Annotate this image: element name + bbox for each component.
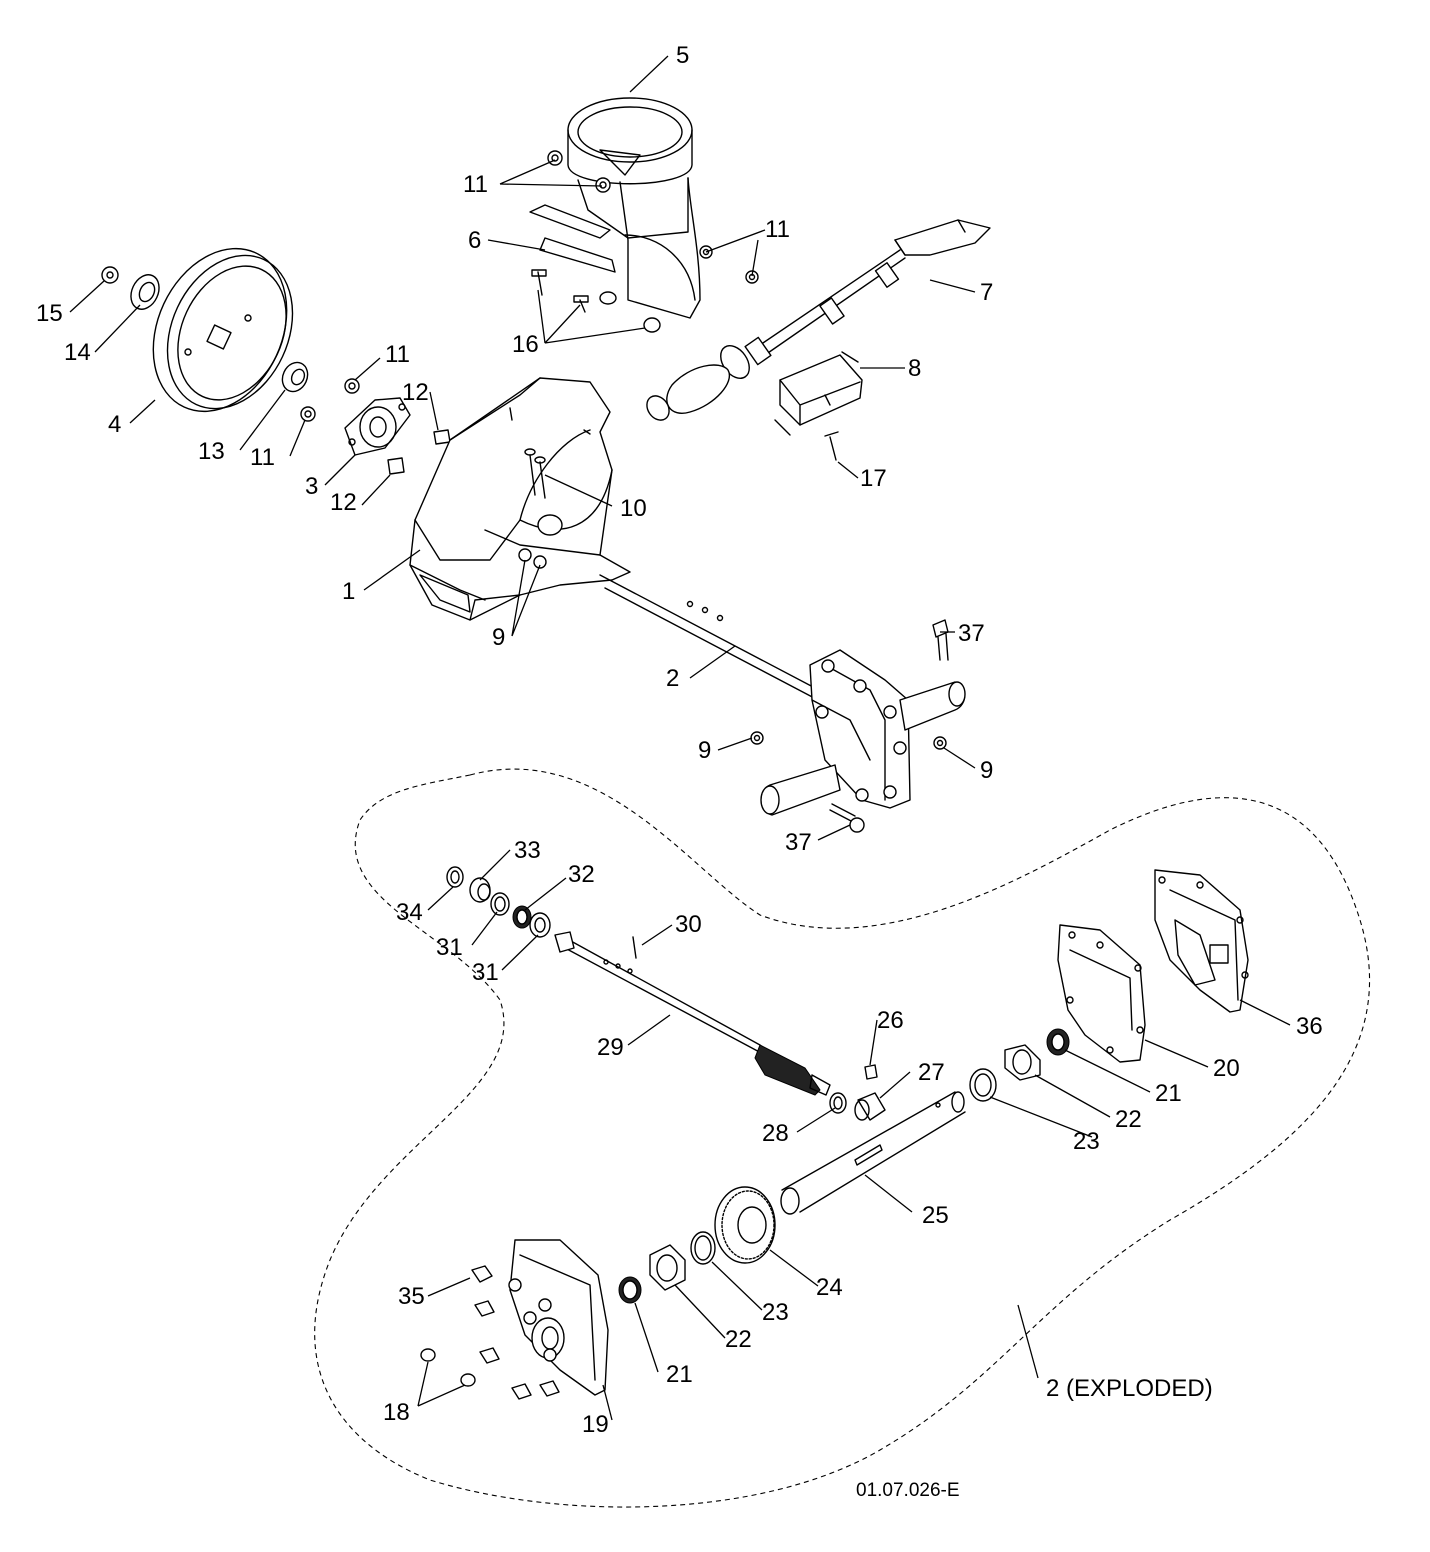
carriage-bolts-16 (531, 269, 661, 333)
callout-9b: 9 (698, 737, 711, 764)
callout-17: 17 (860, 465, 887, 492)
bearing-13 (281, 361, 309, 393)
gear-24 (714, 1186, 776, 1264)
housing-half-19 (508, 1239, 609, 1396)
callout-20: 20 (1213, 1055, 1240, 1082)
callout-9c: 9 (980, 757, 993, 784)
callout-11b: 11 (765, 216, 790, 243)
callout-3: 3 (305, 473, 318, 500)
callout-35: 35 (398, 1283, 425, 1310)
callout-33: 33 (514, 837, 541, 864)
screws-35 (471, 1265, 560, 1400)
callout-32: 32 (568, 861, 595, 888)
crank-bracket (774, 351, 863, 436)
callout-34: 34 (396, 899, 423, 926)
leader-lines (69, 55, 1291, 1421)
callout-15: 15 (36, 300, 63, 327)
callout-36: 36 (1296, 1013, 1323, 1040)
nut-15 (101, 266, 119, 284)
callout-28: 28 (762, 1120, 789, 1147)
callout-1: 1 (342, 578, 355, 605)
callout-10: 10 (620, 495, 647, 522)
callout-11a: 11 (463, 171, 488, 198)
housing-bracket (409, 377, 631, 621)
callout-11d: 11 (385, 341, 410, 368)
bearing-flange (344, 397, 411, 456)
bushing-27-washer-28 (829, 1092, 886, 1121)
callout-14: 14 (64, 339, 91, 366)
nuts-11 (300, 378, 360, 422)
callout-26: 26 (877, 1007, 904, 1034)
callout-12a: 12 (402, 379, 429, 406)
pulley-hub-14 (130, 274, 160, 310)
callout-37b: 37 (785, 829, 812, 856)
callout-27: 27 (918, 1059, 945, 1086)
washers-31-34 (446, 866, 551, 938)
housing-half-36 (1154, 869, 1249, 1013)
callout-6: 6 (468, 227, 481, 254)
callout-22b: 22 (725, 1326, 752, 1353)
pin-30 (632, 936, 637, 959)
gearbox-assembly (599, 574, 966, 816)
callout-13: 13 (198, 438, 225, 465)
callout-23b: 23 (762, 1299, 789, 1326)
pulley (152, 247, 294, 413)
callout-23a: 23 (1073, 1128, 1100, 1155)
callout-21b: 21 (666, 1361, 693, 1388)
callout-9a: 9 (492, 624, 505, 651)
callout-2: 2 (666, 665, 679, 692)
callout-29: 29 (597, 1034, 624, 1061)
callout-5: 5 (676, 42, 689, 69)
callout-30: 30 (675, 911, 702, 938)
callout-31b: 31 (472, 959, 499, 986)
axle-shaft (780, 1091, 966, 1215)
exploded-group-outline (314, 768, 1370, 1508)
gasket-20 (1057, 924, 1146, 1063)
callout-4: 4 (108, 411, 121, 438)
flange-nuts-chute (547, 150, 759, 284)
callout-exploded: 2 (EXPLODED) (1046, 1375, 1213, 1402)
callout-12b: 12 (330, 489, 357, 516)
callout-8: 8 (908, 355, 921, 382)
left-side-spacers (618, 1231, 716, 1304)
worm-shaft (554, 931, 831, 1096)
callout-18: 18 (383, 1399, 410, 1426)
callout-21a: 21 (1155, 1080, 1182, 1107)
callout-7: 7 (980, 279, 993, 306)
callout-37a: 37 (958, 620, 985, 647)
right-side-spacers (969, 1028, 1070, 1102)
callout-25: 25 (922, 1202, 949, 1229)
nuts-9 (750, 731, 947, 750)
callout-22a: 22 (1115, 1106, 1142, 1133)
drawing-number: 01.07.026-E (856, 1480, 960, 1501)
callout-24: 24 (816, 1274, 843, 1301)
callout-11c: 11 (250, 444, 275, 471)
bolts-37 (829, 619, 949, 833)
key-26 (864, 1064, 878, 1080)
crank-assembly (646, 219, 991, 421)
callout-19: 19 (582, 1411, 609, 1438)
callout-16: 16 (512, 331, 539, 358)
callout-31a: 31 (436, 934, 463, 961)
screw-17 (824, 431, 839, 461)
callout-labels: 5 11 6 11 7 16 8 17 15 14 4 13 11 11 1 2 … (36, 42, 1323, 1501)
chute (529, 97, 701, 319)
plugs-18 (420, 1348, 476, 1387)
